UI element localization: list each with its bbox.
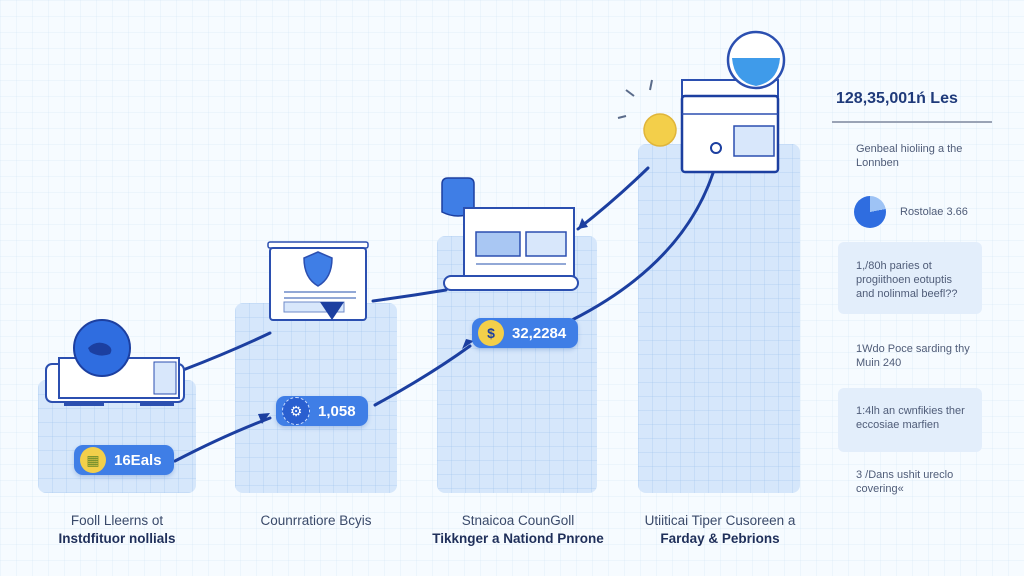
side-panel-divider <box>832 121 992 123</box>
side-panel-subtitle: Genbeal hioliing a the Lonnben <box>856 143 963 169</box>
badge-value: 16Eals <box>114 451 162 469</box>
bar-column-4 <box>638 144 800 493</box>
gear-icon: ⚙ <box>282 397 310 425</box>
column-label-line1: Fooll Lleerns ot <box>70 513 164 528</box>
badge-column-2: ⚙ 1,058 <box>276 396 368 426</box>
ticket-icon: ▦ <box>80 447 106 473</box>
side-panel-stat: Rostolae 3.66 <box>854 196 968 228</box>
column-label-4: Utiiticai Tiper Cusoreen a Farday & Pebr… <box>628 512 812 548</box>
column-label-line1: Utiiticai Tiper Cusoreen a <box>644 513 796 528</box>
column-label-line1: Stnaicoa CounGoll <box>461 513 575 528</box>
side-panel-item: 1:4lh an cwnfikies ther eccosiae marfien <box>856 405 965 431</box>
sparkle-coin-icon <box>617 79 677 147</box>
column-label-line2: Tikknger a Nationd Pnrone <box>432 531 604 546</box>
side-panel-item: 1Wdo Poce sarding thy Muin 240 <box>856 343 970 369</box>
column-label-1: Fooll Lleerns ot Instdfituor nollials <box>32 512 202 548</box>
side-panel-card-2: 1:4lh an cwnfikies ther eccosiae marfien <box>838 388 982 452</box>
column-label-line2: Instdfituor nollials <box>58 531 176 546</box>
stat-label: Rostolae 3.66 <box>900 206 968 218</box>
column-label-3: Stnaicoa CounGoll Tikknger a Nationd Pnr… <box>420 512 616 548</box>
badge-value: 32,2284 <box>512 324 567 342</box>
globe-monitor-icon <box>44 318 194 408</box>
side-panel-card-1: 1,/80h paries ot progiithoen eotuptis an… <box>838 242 982 314</box>
side-panel-title: 128,35,001ń Les <box>836 90 958 107</box>
shield-document-icon <box>264 240 374 325</box>
register-calendar-icon <box>616 30 786 180</box>
side-panel-item: 1,/80h paries ot progiithoen eotuptis an… <box>856 260 958 300</box>
badge-value: 1,058 <box>318 402 356 420</box>
column-label-line1: Counrratiore Bcyis <box>260 513 372 528</box>
dollar-icon: $ <box>478 320 504 346</box>
column-label-line2: Farday & Pebrions <box>660 531 780 546</box>
pie-chart-icon <box>854 196 886 228</box>
badge-column-3: $ 32,2284 <box>472 318 579 348</box>
laptop-dashboard-icon <box>440 176 580 294</box>
column-label-2: Counrratiore Bcyis <box>226 512 406 530</box>
badge-column-1: ▦ 16Eals <box>74 445 174 475</box>
side-panel-item: 3 /Dans ushit ureclo covering« <box>856 469 954 495</box>
